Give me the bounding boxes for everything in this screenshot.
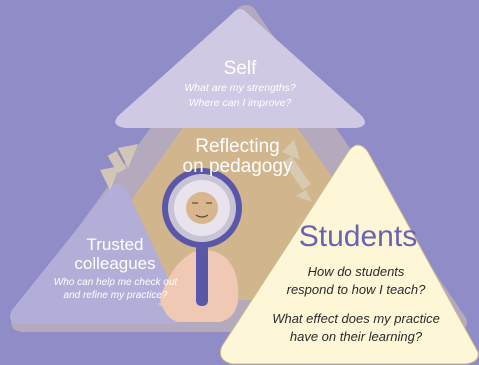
trusted-question-line: and refine my practice? — [63, 290, 168, 301]
students-question-line: respond to how I teach? — [286, 282, 426, 297]
trusted-title-line: Trusted — [86, 235, 144, 254]
self-question: Where can I improve? — [188, 97, 292, 109]
center-title-line: Reflecting — [195, 136, 280, 157]
students-question-line: How do students — [307, 264, 405, 279]
magnifying-glass-icon — [162, 168, 242, 306]
self-question: What are my strengths? — [184, 82, 296, 94]
students-triangle — [219, 144, 479, 365]
double-arrow-icon — [282, 140, 312, 202]
center-title-line: on pedagogy — [182, 156, 293, 177]
students-title: Students — [298, 220, 418, 253]
students-question-line: What effect does my practice — [272, 311, 440, 326]
trusted-question-line: Who can help me check out — [53, 277, 178, 288]
self-title: Self — [223, 58, 257, 79]
students-question-line: have on their learning? — [289, 329, 423, 344]
double-arrow-icon — [100, 144, 138, 190]
trusted-triangle — [10, 184, 183, 324]
trusted-title-line: colleagues — [74, 254, 156, 273]
face-icon — [186, 192, 218, 224]
self-triangle — [115, 9, 365, 128]
